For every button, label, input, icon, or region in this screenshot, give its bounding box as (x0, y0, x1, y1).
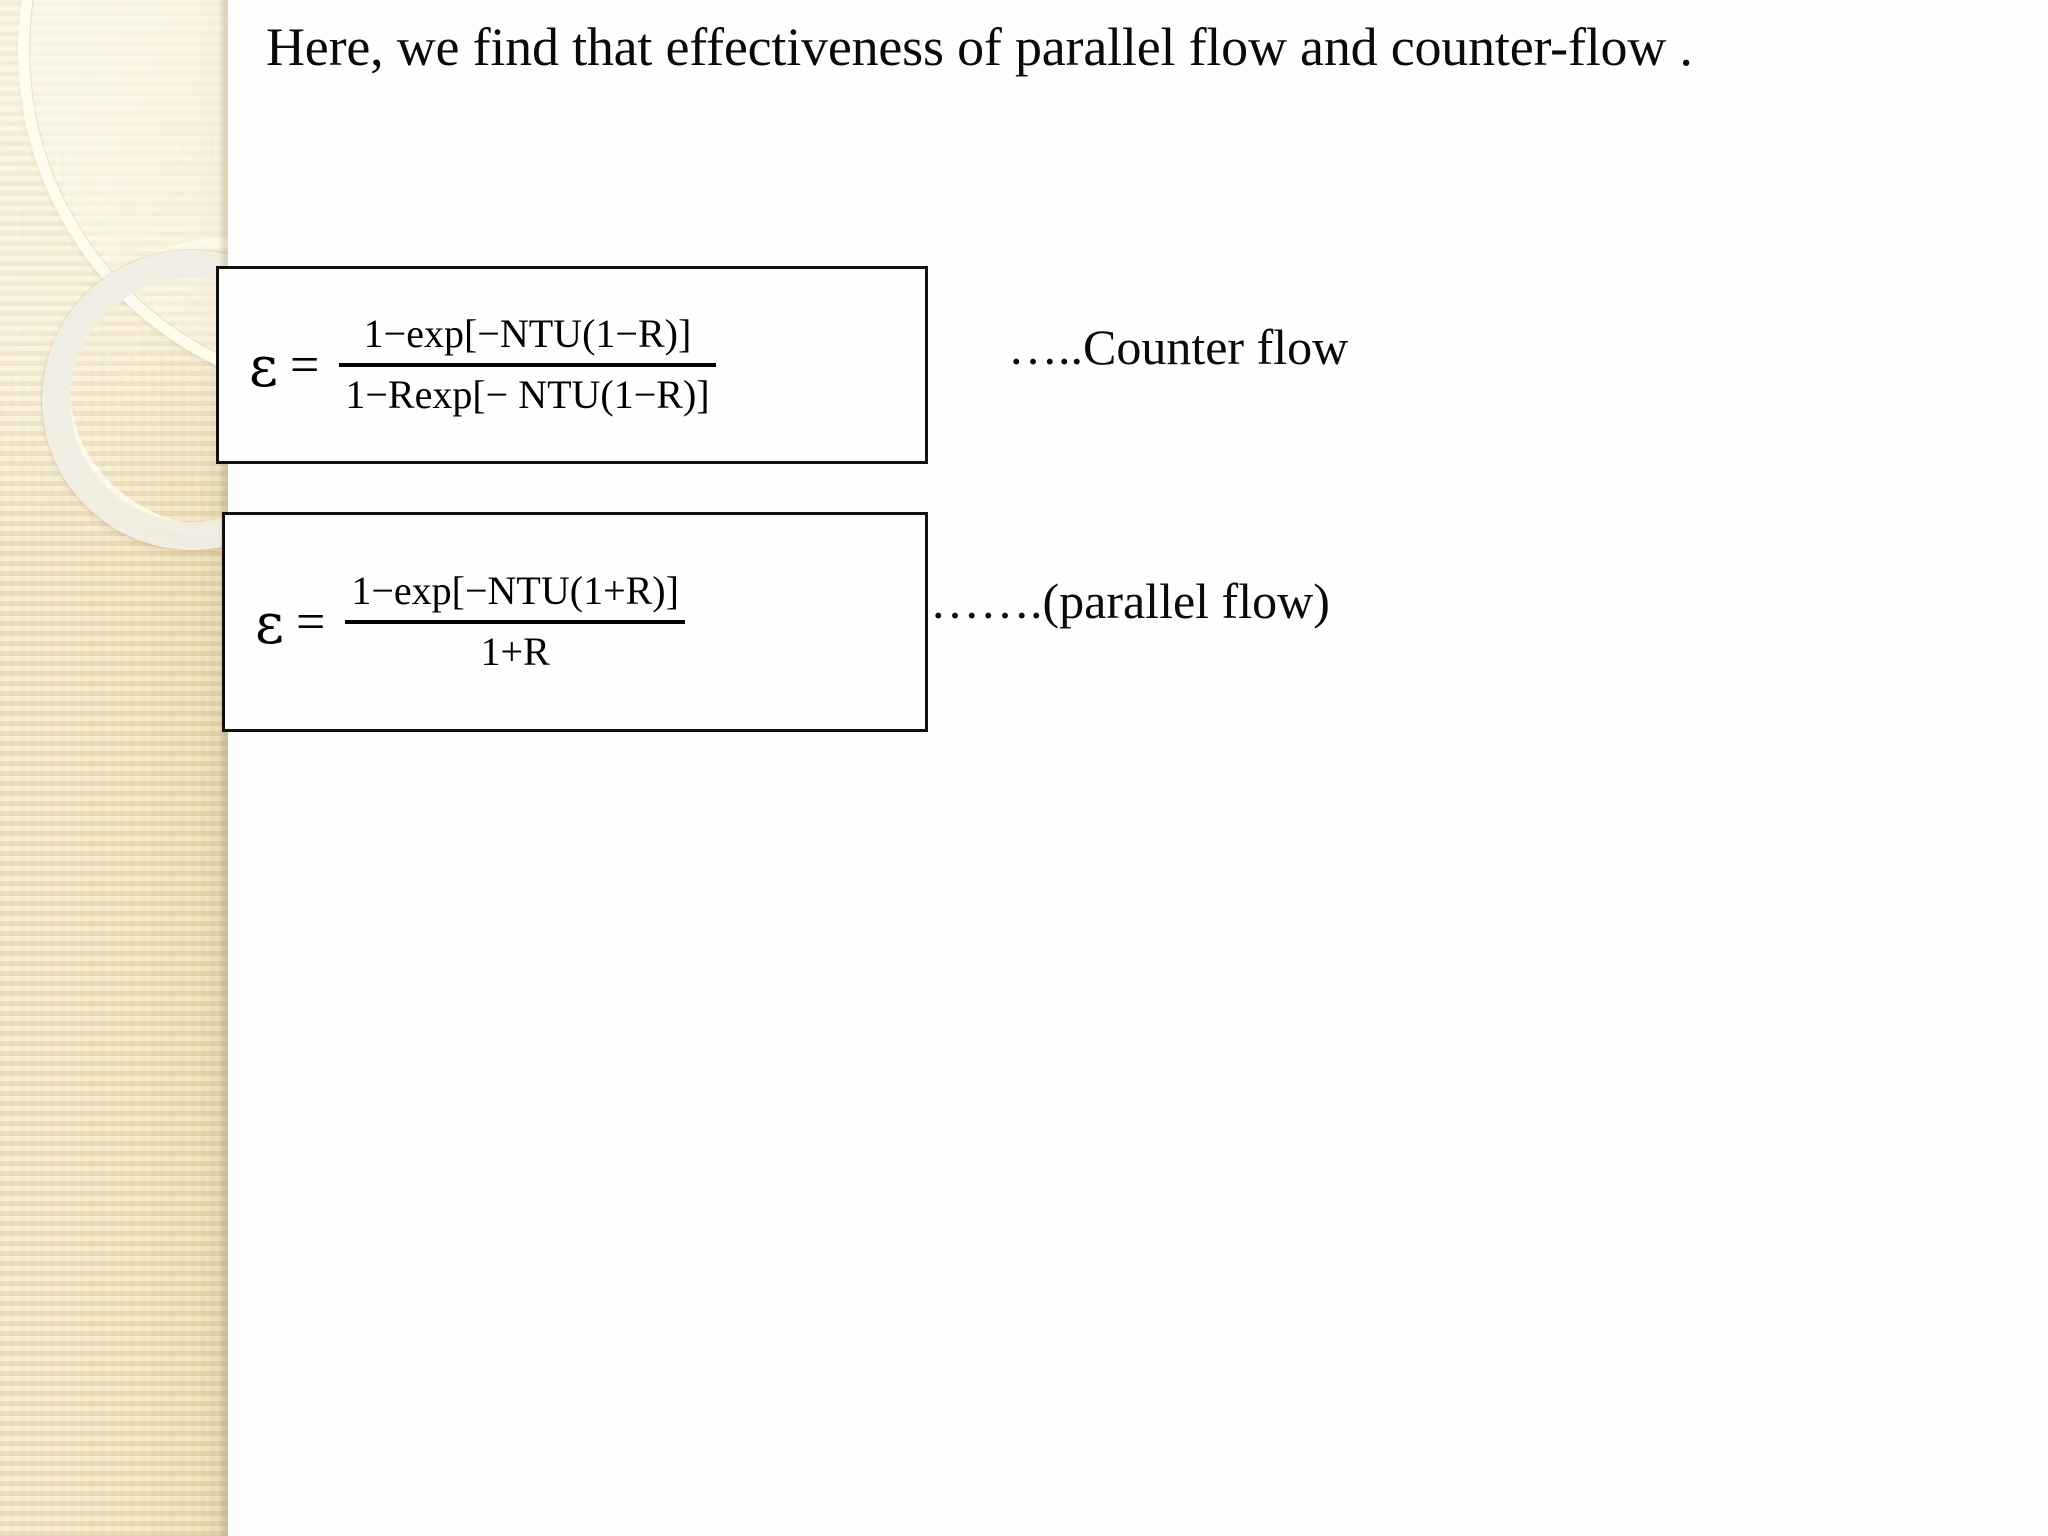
caption-parallel-flow: …….(parallel flow) (930, 573, 1330, 629)
caption-counter-flow: …..Counter flow (1008, 319, 1349, 375)
decorative-small-ring-icon (42, 250, 228, 550)
fraction-numerator: 1−exp[−NTU(1−R)] (363, 311, 692, 357)
fraction-denominator: 1−Rexp[− NTU(1−R)] (345, 372, 710, 417)
fraction-denominator: 1+R (480, 629, 550, 674)
fraction-bar (345, 620, 685, 624)
decorative-side-band (0, 0, 228, 1536)
equation-parallel-flow: ε = 1−exp[−NTU(1+R)] 1+R (225, 565, 685, 679)
equation-box-counter-flow: ε = 1−exp[−NTU(1−R)] 1−Rexp[− NTU(1−R)] (216, 266, 928, 464)
equation-counter-flow: ε = 1−exp[−NTU(1−R)] 1−Rexp[− NTU(1−R)] (219, 308, 716, 422)
decorative-mid-ring-icon (60, 238, 228, 538)
epsilon-symbol: ε (249, 335, 279, 400)
fraction-counter-flow: 1−exp[−NTU(1−R)] 1−Rexp[− NTU(1−R)] (339, 308, 716, 422)
epsilon-symbol: ε (255, 592, 285, 657)
equation-box-parallel-flow: ε = 1−exp[−NTU(1+R)] 1+R (222, 512, 928, 732)
slide-heading-text: Here, we find that effectiveness of para… (266, 17, 1693, 77)
slide-content: Here, we find that effectiveness of para… (216, 0, 2048, 1536)
decorative-large-ring-icon (18, 0, 228, 400)
fraction-numerator: 1−exp[−NTU(1+R)] (351, 568, 679, 614)
decorative-lens-highlight (28, 0, 228, 400)
fraction-bar (339, 363, 716, 367)
equals-symbol: = (290, 337, 320, 394)
equals-symbol: = (296, 594, 326, 651)
fraction-parallel-flow: 1−exp[−NTU(1+R)] 1+R (345, 565, 685, 679)
decorative-light-wedge (0, 0, 228, 550)
decorative-band-edge (218, 0, 228, 1536)
